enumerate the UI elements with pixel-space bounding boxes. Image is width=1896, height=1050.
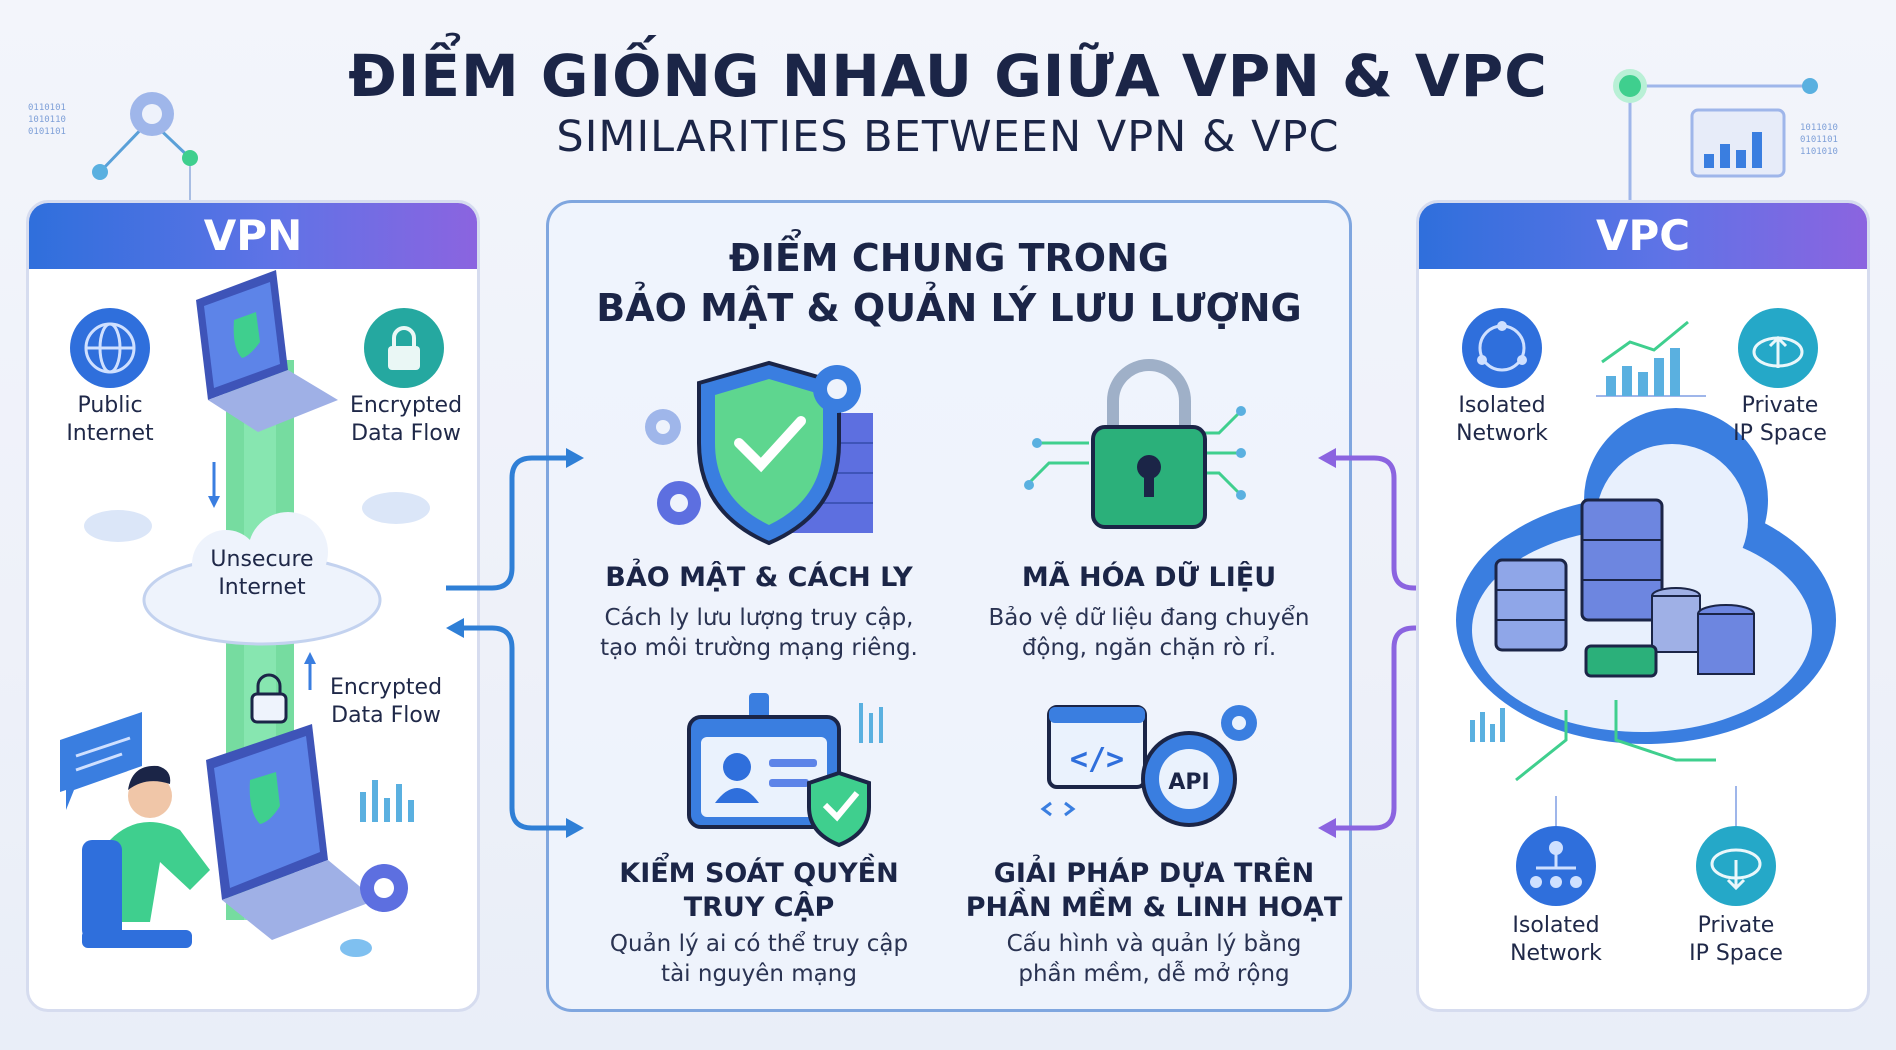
card-desc-line: Cấu hình và quản lý bằng [1006, 931, 1302, 957]
label-line: Data Flow [331, 703, 441, 728]
card-security-desc: Cách ly lưu lượng truy cập, tạo môi trườ… [579, 603, 939, 663]
label-line: Private [1741, 393, 1819, 418]
small-bars-icon [1470, 708, 1505, 742]
id-badge-icon [687, 693, 883, 848]
vpn-title: VPN [29, 203, 477, 269]
center-title: ĐIỂM CHUNG TRONG BẢO MẬT & QUẢN LÝ LƯU L… [549, 233, 1349, 333]
label-line: Public [77, 393, 143, 418]
chat-bubble-icon [60, 712, 142, 810]
svg-text:1011010: 1011010 [1800, 123, 1838, 133]
label-line: IP Space [1733, 421, 1827, 446]
label-line: Internet [66, 421, 154, 446]
network-ring-icon [1462, 308, 1542, 388]
cloud-download-icon [1696, 826, 1776, 906]
vpc-label-isolated-top: Isolated Network [1440, 392, 1564, 448]
card-title-line: GIẢI PHÁP DỰA TRÊN [993, 858, 1315, 889]
card-title-line: PHẦN MỀM & LINH HOẠT [965, 892, 1343, 923]
lock-small-icon [250, 673, 288, 724]
api-label: API [1168, 770, 1209, 795]
label-line: Network [1510, 941, 1602, 966]
vpc-label-private-top: Private IP Space [1718, 392, 1842, 448]
label-line: Unsecure [210, 547, 314, 572]
top-right-network-decor: 1011010 0101101 1101010 [1613, 69, 1838, 200]
card-desc-line: Cách ly lưu lượng truy cập, [604, 605, 914, 631]
cloud-datacenter-icon [1456, 408, 1836, 744]
padlock-circuit-icon [1024, 359, 1246, 529]
label-line: Isolated [1512, 913, 1600, 938]
card-software-desc: Cấu hình và quản lý bằng phần mềm, dễ mở… [959, 929, 1349, 989]
growth-chart-icon [1596, 320, 1706, 397]
top-left-network-decor: 0110101 1010110 0101101 [28, 92, 198, 200]
gear-small-icon [360, 864, 408, 912]
laptop-icon [196, 270, 338, 432]
center-panel: ĐIỂM CHUNG TRONG BẢO MẬT & QUẢN LÝ LƯU L… [546, 200, 1352, 1012]
card-desc-line: Quản lý ai có thể truy cập [609, 931, 909, 957]
svg-text:0101101: 0101101 [1800, 135, 1838, 145]
card-access-desc: Quản lý ai có thể truy cập tài nguyên mạ… [579, 929, 939, 989]
vpc-illustration [1456, 308, 1836, 906]
vpn-illustration [60, 270, 444, 957]
cloud-upload-icon [1738, 308, 1818, 388]
label-line: IP Space [1689, 941, 1783, 966]
label-line: Internet [218, 575, 306, 600]
vpc-title: VPC [1419, 203, 1867, 269]
center-title-line: BẢO MẬT & QUẢN LÝ LƯU LƯỢNG [596, 286, 1302, 330]
card-desc-line: động, ngăn chặn rò rỉ. [1021, 635, 1277, 661]
card-desc-line: tạo môi trường mạng riêng. [600, 635, 918, 661]
card-software-title: GIẢI PHÁP DỰA TRÊN PHẦN MỀM & LINH HOẠT [959, 857, 1349, 925]
gear-icon [130, 92, 174, 136]
svg-text:1101010: 1101010 [1800, 147, 1838, 157]
org-network-icon [1516, 826, 1596, 906]
svg-text:0101101: 0101101 [28, 127, 66, 137]
card-title-line: TRUY CẬP [683, 892, 835, 923]
lock-icon [364, 308, 444, 388]
label-line: Encrypted [329, 675, 443, 700]
card-desc-line: tài nguyên mạng [661, 961, 857, 987]
card-desc-line: Bảo vệ dữ liệu đang chuyển [988, 605, 1310, 631]
card-title-line: KIỂM SOÁT QUYỀN [619, 858, 899, 889]
vpn-label-public-internet: Public Internet [50, 392, 170, 448]
vpc-label-isolated-bottom: Isolated Network [1494, 912, 1618, 968]
vpc-label-private-bottom: Private IP Space [1674, 912, 1798, 968]
center-title-line: ĐIỂM CHUNG TRONG [728, 236, 1170, 280]
card-desc-line: phần mềm, dễ mở rộng [1018, 961, 1290, 987]
label-line: Encrypted [349, 393, 463, 418]
card-title-line: BẢO MẬT & CÁCH LY [605, 562, 913, 593]
card-encryption-desc: Bảo vệ dữ liệu đang chuyển động, ngăn ch… [959, 603, 1339, 663]
label-line: Private [1697, 913, 1775, 938]
label-line: Data Flow [351, 421, 461, 446]
signal-bars-icon [360, 780, 414, 822]
card-security-title: BẢO MẬT & CÁCH LY [589, 561, 929, 595]
label-line: Isolated [1458, 393, 1546, 418]
cloud-icon [142, 512, 382, 646]
svg-text:0110101: 0110101 [28, 103, 66, 113]
svg-text:</>: </> [1070, 742, 1124, 777]
card-encryption-title: MÃ HÓA DỮ LIỆU [959, 561, 1339, 595]
page-title: ĐIỂM GIỐNG NHAU GIỮA VPN & VPC [348, 42, 1548, 110]
globe-icon [70, 308, 150, 388]
svg-text:1010110: 1010110 [28, 115, 66, 125]
shield-check-icon [645, 360, 873, 546]
page-subtitle: SIMILARITIES BETWEEN VPN & VPC [556, 112, 1340, 162]
vpn-label-encrypted-top: Encrypted Data Flow [336, 392, 476, 448]
card-title-line: MÃ HÓA DỮ LIỆU [1021, 562, 1277, 593]
label-line: Network [1456, 421, 1548, 446]
card-access-title: KIỂM SOÁT QUYỀN TRUY CẬP [589, 857, 929, 925]
bar-chart-icon [1690, 108, 1786, 178]
vpn-label-unsecure-internet: Unsecure Internet [190, 546, 334, 602]
code-api-icon: </> API [1040, 705, 1257, 827]
vpn-label-encrypted-bottom: Encrypted Data Flow [316, 674, 456, 730]
user-laptop-icon [82, 724, 376, 948]
